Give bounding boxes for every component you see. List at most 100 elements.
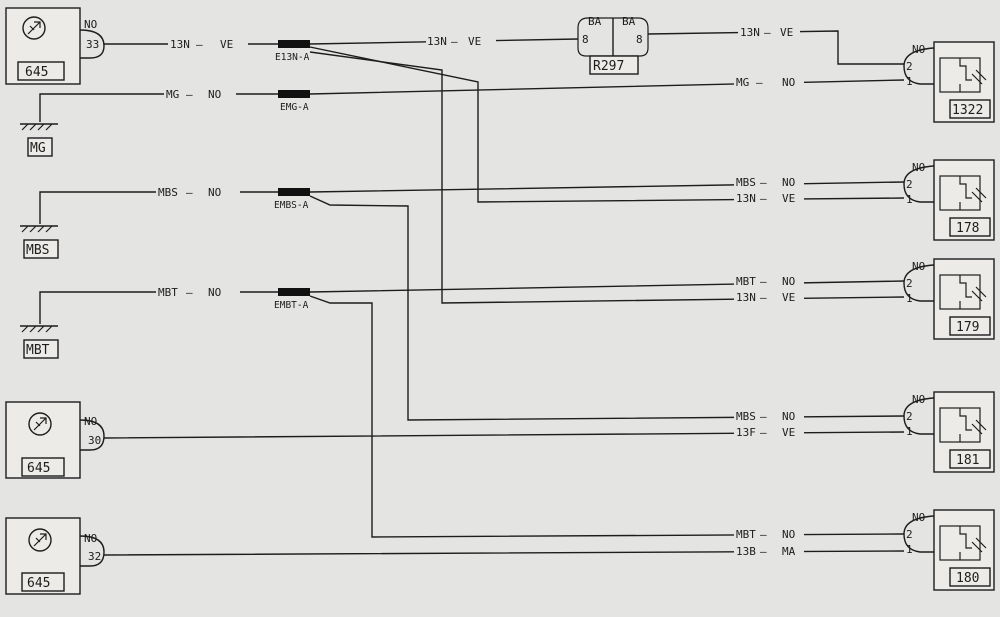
relay-pin-2: 2 [906,178,913,191]
wire-label-179-a2: NO [782,275,795,288]
wire-label-179-a1: MBT [736,275,756,288]
sensor-icon-arrow [33,533,47,547]
module-code: 645 [27,461,50,476]
relay-code: 179 [956,320,979,335]
ground-icon [21,225,53,233]
wire-embs-branch-181 [309,195,905,421]
wire-label-2b: VE [468,35,481,48]
module-pin-color: NO [84,18,97,31]
wire-label-dash: — [451,35,458,48]
relay-switch-icon [959,58,987,92]
module-pin-color: NO [84,415,97,428]
wire-labels: 13N — VE 13N — VE 13N — VE MG — NO MG — … [156,25,804,558]
relay-pin-1: 1 [906,75,913,88]
relay-pin-1: 1 [906,193,913,206]
relay-code: 181 [956,453,979,468]
relay-178: 178 NO 2 1 [903,159,995,241]
relay-color: NO [912,260,925,273]
relay-code: 178 [956,221,979,236]
ground-code: MBT [26,343,50,358]
wire-label-dash: — [186,88,193,101]
wire-label-3b: VE [780,26,793,39]
wire-label-1a: 13N [170,38,190,51]
wire-label-178-b2: VE [782,192,795,205]
connector-right-pin: 8 [636,33,643,46]
splices: E13N-A EMG-A EMBS-A EMBT-A [274,40,310,311]
relay-179: 179 NO 2 1 [903,258,995,340]
relay-181: 181 NO 2 1 [903,391,995,473]
wire-label-dash: — [760,545,767,558]
wire-label-dash: — [760,426,767,439]
splice-label: E13N-A [275,52,310,63]
splice-emg-a [278,90,310,98]
wire-label-2a: 13N [427,35,447,48]
wire-e13n-branch-178 [309,46,905,203]
ground-code: MG [30,141,46,156]
connector-left-color: BA [588,15,602,28]
ground-icon [21,123,53,131]
module-pin-number: 30 [88,434,101,447]
wire-label-3a: 13N [740,26,760,39]
relay-color: NO [912,511,925,524]
wire-label-g1b: NO [208,88,221,101]
relay-pin-1: 1 [906,292,913,305]
relay-switch-icon [959,176,987,210]
ground-mg: MG [20,123,58,157]
wire-label-181-b2: VE [782,426,795,439]
sensor-icon [28,528,52,552]
relay-pin-1: 1 [906,543,913,556]
ground-code: MBS [26,243,49,258]
relay-switch-icon [959,526,987,560]
module-645-bottom: 645 NO 32 [5,517,101,595]
relay-color: NO [912,43,925,56]
relay-pin-2: 2 [906,277,913,290]
wire-label-dash: — [760,291,767,304]
wire-label-dash: — [760,410,767,423]
relay-180: 180 NO 2 1 [903,509,995,591]
wire-label-s1a: MBS [158,186,178,199]
wire-embt-branch-180 [309,295,905,538]
wire-label-181-a2: NO [782,410,795,423]
relay-pin-2: 2 [906,410,913,423]
wire-label-179-b2: VE [782,291,795,304]
connector-code: R297 [593,59,624,74]
wire-label-dash: — [186,186,193,199]
module-645-top: 645 NO 33 [5,7,99,85]
splice-label: EMBS-A [274,200,309,211]
relay-switch-icon [959,408,987,442]
relay-color: NO [912,393,925,406]
relay-code: 1322 [952,103,983,118]
wire-label-dash: — [186,286,193,299]
wire-label-dash: — [196,38,203,51]
wire-label-180-a1: MBT [736,528,756,541]
relay-pin-1: 1 [906,425,913,438]
wire-label-s2b: NO [208,286,221,299]
splice-e13n-a [278,40,310,48]
wire-label-dash: — [760,275,767,288]
splice-embt-a [278,288,310,296]
ground-mbs: MBS [20,225,59,259]
wire-label-s2a: MBT [158,286,178,299]
relay-switch-icon [959,275,987,309]
module-pin-color: NO [84,532,97,545]
module-code: 645 [25,65,48,80]
wire-label-179-b1: 13N [736,291,756,304]
connector-left-pin: 8 [582,33,589,46]
connector-r297: BA BA 8 8 R297 [577,15,649,75]
relay-code: 180 [956,571,979,586]
sensor-icon-arrow [27,21,41,35]
ground-icon [21,325,53,333]
module-code: 645 [27,576,50,591]
splice-embs-a [278,188,310,196]
wire-label-180-a2: NO [782,528,795,541]
relay-pin-2: 2 [906,60,913,73]
connector-right-color: BA [622,15,636,28]
sensor-icon [28,412,52,436]
relay-color: NO [912,161,925,174]
wire-label-178-a1: MBS [736,176,756,189]
wire-label-g2a: MG [736,76,749,89]
module-pin-number: 33 [86,38,99,51]
wire-label-181-b1: 13F [736,426,756,439]
wire-label-dash: — [760,176,767,189]
